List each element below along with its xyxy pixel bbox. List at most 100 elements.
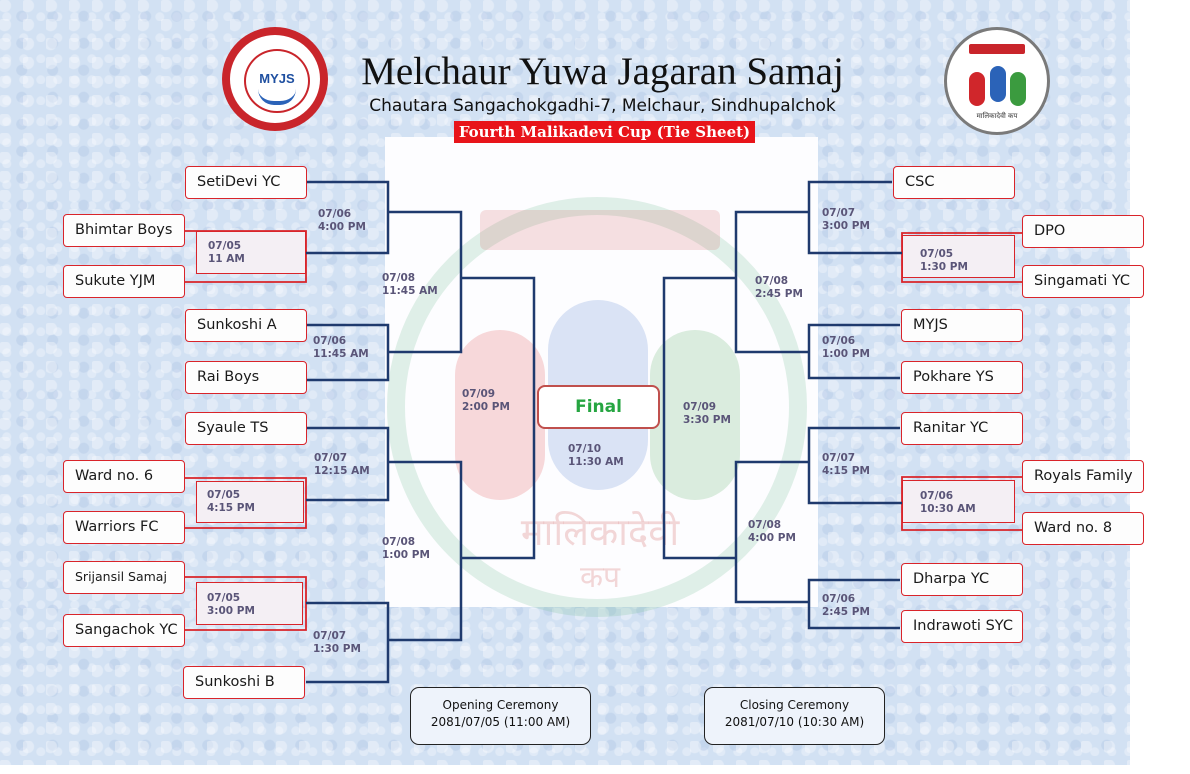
team-box: Sukute YJM <box>63 265 185 298</box>
match-hour: 11:45 AM <box>382 285 438 297</box>
match-date: 07/08 <box>755 275 789 287</box>
team-box: CSC <box>893 166 1015 199</box>
bracket-line <box>158 477 307 529</box>
temple-roof-icon <box>969 44 1025 54</box>
prelim-match-box <box>196 481 304 523</box>
match-date: 07/07 <box>822 207 856 219</box>
match-hour: 1:00 PM <box>822 348 870 360</box>
watermark-text-2: कप <box>579 560 621 595</box>
logo-caption: मालिकादेवी कप <box>976 112 1018 120</box>
watermark-roof <box>480 210 720 250</box>
hands-icon <box>258 89 296 105</box>
bracket-line <box>807 180 902 255</box>
match-hour: 12:15 AM <box>314 465 370 477</box>
match-date: 07/08 <box>382 272 416 284</box>
person-icon-blue <box>990 66 1006 102</box>
team-box: Singamati YC <box>1022 265 1144 298</box>
tournament-banner: Fourth Malikadevi Cup (Tie Sheet) <box>453 121 756 143</box>
match-date: 07/09 <box>683 401 717 413</box>
page-subtitle: Chautara Sangachokgadhi-7, Melchaur, Sin… <box>369 96 836 116</box>
match-date: 07/06 <box>822 335 856 347</box>
myjs-logo: MYJS <box>222 27 328 131</box>
match-hour: 2:45 PM <box>822 606 870 618</box>
match-hour: 1:30 PM <box>313 643 361 655</box>
bracket-line <box>807 426 902 505</box>
bracket-line <box>807 578 900 630</box>
team-box: Srijansil Samaj <box>63 561 185 594</box>
match-date: 07/07 <box>822 452 856 464</box>
match-date: 07/06 <box>313 335 347 347</box>
team-box: Syaule TS <box>185 412 307 445</box>
match-date: 07/09 <box>462 388 496 400</box>
team-box: DPO <box>1022 215 1144 248</box>
team-box: Sangachok YC <box>63 614 185 647</box>
match-hour: 11 AM <box>208 253 245 265</box>
team-box: Pokhare YS <box>901 361 1023 394</box>
match-date: 07/06 <box>920 490 954 502</box>
team-box: Rai Boys <box>185 361 307 394</box>
match-hour: 11:45 AM <box>313 348 369 360</box>
match-hour: 3:00 PM <box>207 605 255 617</box>
prelim-match-box <box>196 582 303 625</box>
opening-ceremony-box: Opening Ceremony 2081/07/05 (11:00 AM) <box>410 687 591 745</box>
match-date: 07/08 <box>382 536 416 548</box>
bracket-line <box>461 276 536 560</box>
match-hour: 2:45 PM <box>755 288 803 300</box>
match-date: 07/06 <box>822 593 856 605</box>
match-date: 07/05 <box>208 240 242 252</box>
logo-mark: MYJS <box>259 71 295 86</box>
banner-wrap: Fourth Malikadevi Cup (Tie Sheet) <box>0 121 1190 143</box>
match-hour: 2:00 PM <box>462 401 510 413</box>
prelim-match-box <box>902 235 1015 278</box>
team-box: Ward no. 8 <box>1022 512 1144 545</box>
bracket-line <box>388 210 463 354</box>
match-hour: 4:00 PM <box>318 221 366 233</box>
match-date: 07/08 <box>748 519 782 531</box>
team-box: Warriors FC <box>63 511 185 544</box>
ceremony-date: 2081/07/05 (11:00 AM) <box>430 715 571 729</box>
match-hour: 1:00 PM <box>382 549 430 561</box>
closing-ceremony-box: Closing Ceremony 2081/07/10 (10:30 AM) <box>704 687 885 745</box>
malikadevi-cup-logo: मालिकादेवी कप <box>944 27 1050 135</box>
match-date: 07/06 <box>318 208 352 220</box>
person-icon-red <box>969 72 985 106</box>
watermark-figure-red <box>455 330 545 500</box>
logo-ring: MYJS <box>230 35 320 123</box>
team-box: Ward no. 6 <box>63 460 185 493</box>
match-date: 07/07 <box>314 452 348 464</box>
team-box: Royals Family <box>1022 460 1144 493</box>
bracket-line <box>388 460 463 642</box>
match-hour: 11:30 AM <box>568 456 624 468</box>
match-hour: 10:30 AM <box>920 503 976 515</box>
final-box: Final <box>537 385 660 429</box>
match-date: 07/05 <box>920 248 954 260</box>
watermark-text: मालिकादेवी <box>520 510 680 554</box>
match-hour: 4:15 PM <box>822 465 870 477</box>
team-box: MYJS <box>901 309 1023 342</box>
prelim-match-box <box>196 231 306 274</box>
team-box: Indrawoti SYC <box>901 610 1023 643</box>
team-box: Bhimtar Boys <box>63 214 185 247</box>
match-hour: 3:00 PM <box>822 220 870 232</box>
bracket-line <box>734 460 809 604</box>
person-icon-green <box>1010 72 1026 106</box>
match-date: 07/07 <box>313 630 347 642</box>
